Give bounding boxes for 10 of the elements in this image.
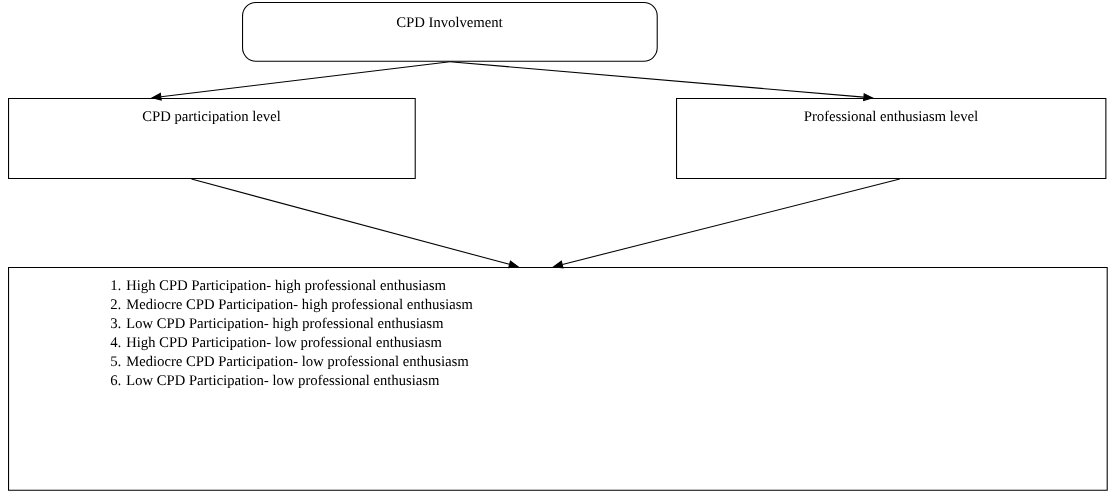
list-item: 6. Low CPD Participation- low professional enthusiasm <box>110 374 440 389</box>
list-item: 3. Low CPD Participation- high professional enthusiasm <box>111 317 444 332</box>
list-item: 1. High CPD Participation- high professional enthusiasm <box>111 279 446 294</box>
list-item: 2. Mediocre CPD Participation- high professional enthusiasm <box>110 298 473 313</box>
process-box: Professional enthusiasm level <box>676 98 1107 180</box>
rounded-box: CPD Involvement <box>242 2 658 62</box>
list-box <box>8 267 1108 491</box>
list-item: 4. High CPD Participation- low professional enthusiasm <box>110 336 442 351</box>
process-box: CPD participation level <box>8 98 416 180</box>
list-item: 5. Mediocre CPD Participation- low professional enthusiasm <box>111 355 469 370</box>
